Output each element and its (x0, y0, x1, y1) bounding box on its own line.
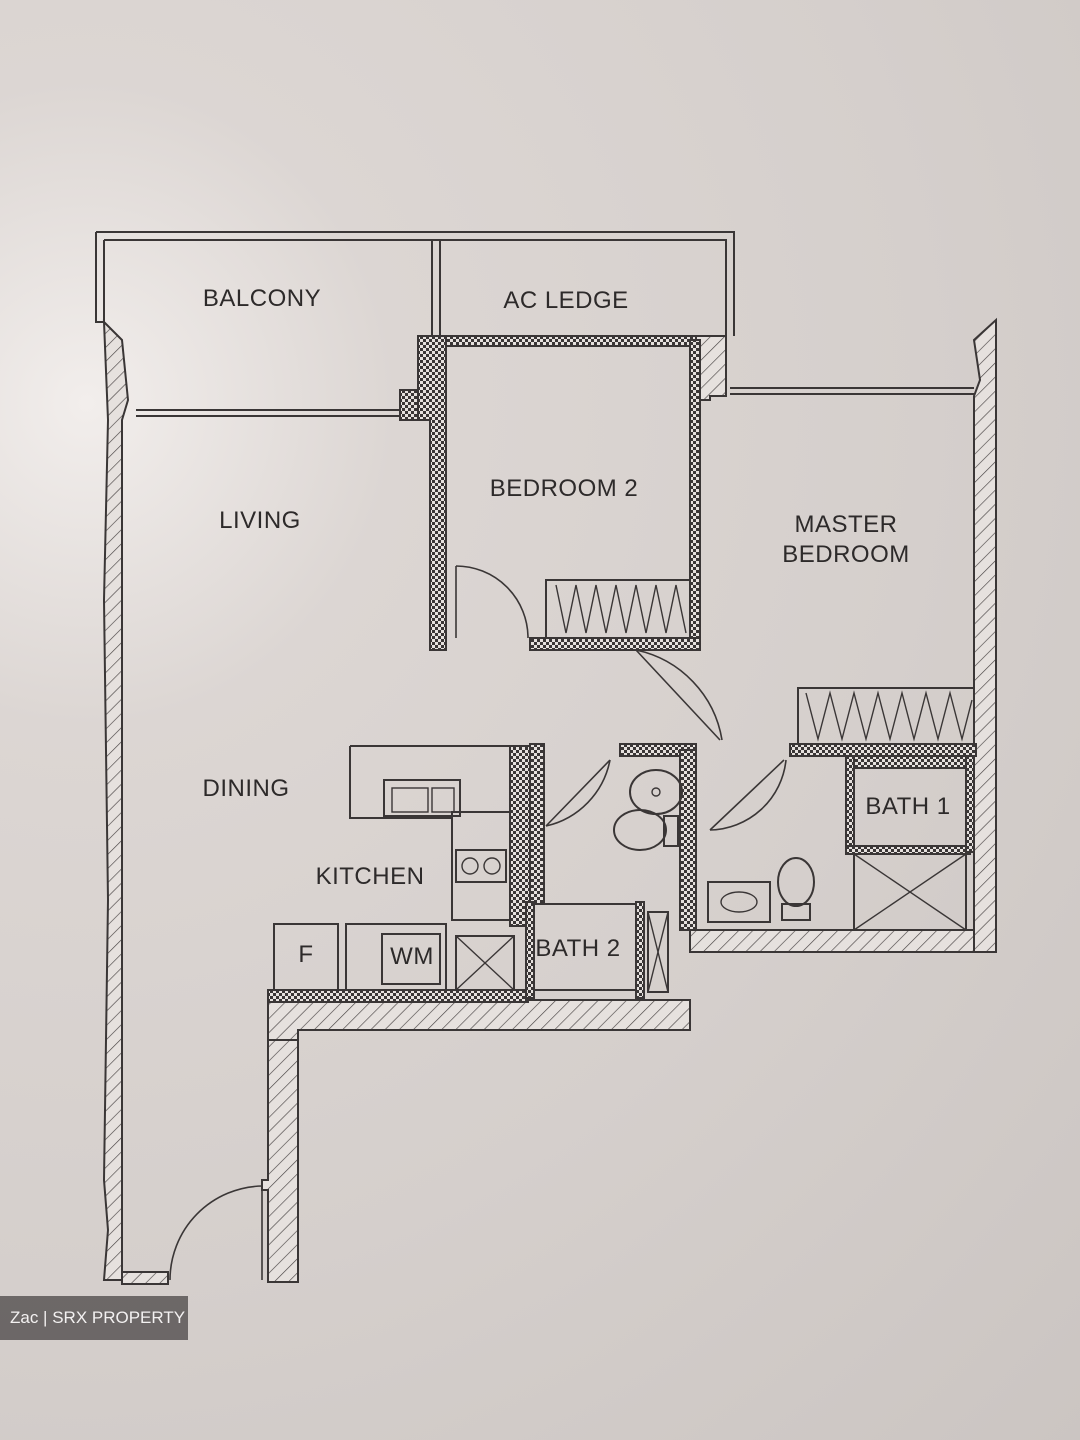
bath1-left-wall (845, 755, 855, 853)
master-bath-door-icon (709, 759, 787, 831)
bedroom2-bottom-wall (529, 637, 701, 651)
master-basin-icon (707, 881, 771, 923)
toilet-icon (613, 809, 679, 851)
bedroom2-door-icon (455, 565, 529, 639)
dining-label: DINING (203, 775, 290, 802)
fridge-label: F (298, 941, 313, 968)
living-label: LIVING (219, 507, 301, 534)
bath2-shaft-icon (647, 911, 669, 993)
kitchen-label: KITCHEN (316, 863, 425, 890)
service-bottom-wall (267, 989, 529, 1003)
master-wardrobe (797, 687, 975, 745)
bedroom2-right-wall (689, 339, 701, 651)
bath1-bottom-wall (845, 845, 971, 855)
bedroom2-top-wall (445, 335, 697, 347)
entrance-wall-stub (121, 1271, 169, 1285)
balcony-frame (95, 231, 735, 417)
kitchen-sink-icon (383, 779, 461, 817)
ac-ledge-label: AC LEDGE (503, 287, 628, 314)
bedroom2-left-wall (417, 335, 447, 651)
watermark-credit: Zac | SRX PROPERTY (0, 1296, 188, 1340)
balcony-label: BALCONY (203, 285, 321, 312)
bedroom2-wardrobe (545, 579, 691, 639)
right-exterior-wall (972, 317, 997, 953)
bath2-wall-left (525, 901, 535, 999)
master-bedroom-label-line1: MASTER (794, 511, 897, 538)
kitchen-right-wall (509, 745, 531, 927)
bedroom2-label: BEDROOM 2 (490, 475, 639, 502)
shower-icon (853, 853, 967, 931)
master-toilet-icon (777, 857, 815, 921)
bath1-top-wall (845, 755, 971, 769)
basin-icon (629, 769, 683, 815)
washer-inner (381, 933, 441, 985)
bath2-wall-right (635, 901, 645, 999)
shaft-icon (455, 935, 515, 991)
washer-label: WM (390, 943, 434, 970)
master-bedroom-label-line2: BEDROOM (782, 541, 910, 568)
bottom-service-wall (267, 999, 691, 1041)
fridge-box (273, 923, 339, 991)
kitchen-counter (349, 745, 521, 921)
washer-box (345, 923, 447, 991)
left-exterior-wall (102, 319, 130, 1281)
bath-divider-wall (679, 749, 697, 931)
master-bottom-wall (789, 743, 977, 757)
bath2-left-wall (529, 743, 545, 905)
bath1-right-wall (965, 755, 975, 853)
bottom-right-wall (689, 929, 997, 953)
corridor-right-wall (261, 999, 299, 1283)
hob-icon (455, 849, 507, 883)
master-door-icon (635, 649, 723, 741)
bedroom2-column (399, 389, 419, 421)
bath2-label: BATH 2 (535, 935, 620, 962)
common-bath-door-icon (545, 759, 611, 827)
entrance-door-icon (169, 1185, 263, 1281)
bath1-label: BATH 1 (865, 793, 950, 820)
